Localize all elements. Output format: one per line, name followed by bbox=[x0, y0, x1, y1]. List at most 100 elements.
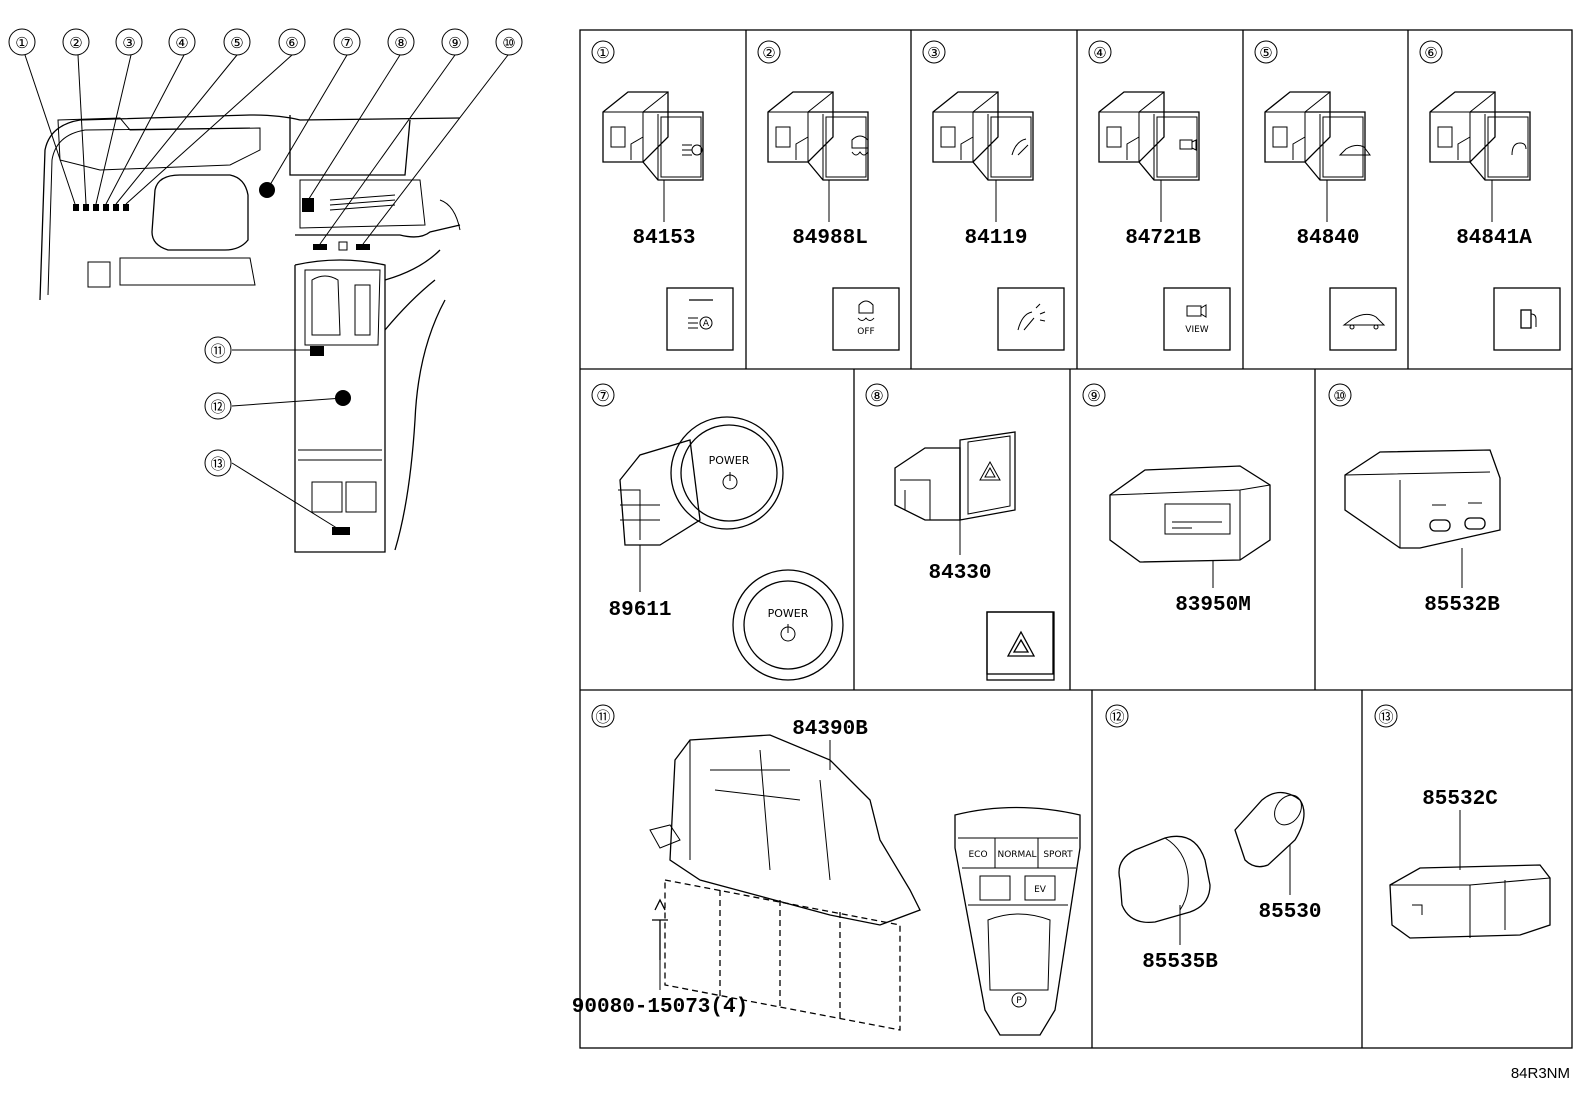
trunk-icon bbox=[1338, 144, 1371, 156]
leader-lines bbox=[24, 54, 509, 531]
svg-text:②: ② bbox=[762, 44, 775, 62]
panel-4: ④ 84721B VIEW bbox=[1088, 40, 1231, 351]
svg-text:①: ① bbox=[15, 34, 28, 52]
camera-view-icon: VIEW bbox=[1185, 304, 1209, 335]
svg-text:A: A bbox=[703, 319, 710, 329]
svg-text:②: ② bbox=[69, 34, 82, 52]
part-number: 83950M bbox=[1175, 594, 1251, 617]
headlamp-leveling-icon bbox=[682, 144, 703, 156]
part-number: 84840 bbox=[1296, 227, 1359, 250]
wiper-icon bbox=[1011, 138, 1029, 156]
trunk-open-icon bbox=[1342, 313, 1386, 330]
svg-text:⑬: ⑬ bbox=[210, 455, 225, 473]
parts-grid bbox=[579, 29, 1573, 1049]
parking-brake-icon: P bbox=[1011, 992, 1027, 1008]
callout-3: ③ bbox=[115, 28, 143, 56]
hazard-small-icon bbox=[979, 460, 1001, 481]
part-number: 85532C bbox=[1422, 788, 1498, 811]
panel-3: ③ 84119 bbox=[922, 40, 1065, 351]
part-number: 84721B bbox=[1125, 227, 1201, 250]
camera-icon bbox=[1179, 139, 1197, 151]
part-number: 89611 bbox=[608, 599, 671, 622]
callout-2: ② bbox=[62, 28, 90, 56]
panel-13: ⑬ 85532C bbox=[1374, 704, 1551, 939]
svg-text:NORMAL: NORMAL bbox=[997, 850, 1036, 860]
svg-text:P: P bbox=[1016, 996, 1022, 1006]
svg-text:POWER: POWER bbox=[709, 454, 750, 467]
svg-text:⑪: ⑪ bbox=[210, 342, 225, 360]
callout-1: ① bbox=[8, 28, 36, 56]
power-button-icon: POWER bbox=[768, 607, 809, 620]
panel-8: ⑧ 84330 bbox=[865, 383, 1055, 681]
part-number: 85535B bbox=[1142, 951, 1218, 974]
svg-text:⑩: ⑩ bbox=[1333, 387, 1346, 405]
svg-text:①: ① bbox=[596, 44, 609, 62]
panel-9: ⑨ 83950M bbox=[1082, 383, 1271, 617]
svg-text:VIEW: VIEW bbox=[1185, 325, 1208, 335]
callout-11: ⑪ bbox=[204, 336, 232, 364]
hazard-icon bbox=[1006, 630, 1036, 657]
svg-text:⑩: ⑩ bbox=[502, 34, 515, 52]
svg-text:⑫: ⑫ bbox=[1109, 708, 1124, 726]
panel-2: ② 84988L OFF bbox=[757, 40, 900, 351]
vsc-icon bbox=[851, 135, 869, 156]
part-number: 84988L bbox=[792, 227, 868, 250]
svg-text:④: ④ bbox=[175, 34, 188, 52]
callout-5: ⑤ bbox=[223, 28, 251, 56]
callout-4: ④ bbox=[168, 28, 196, 56]
svg-text:⑥: ⑥ bbox=[285, 34, 298, 52]
svg-text:⑤: ⑤ bbox=[1259, 44, 1272, 62]
fuel-door-icon bbox=[1520, 309, 1537, 329]
svg-text:OFF: OFF bbox=[857, 327, 874, 337]
panel-1: ① 84153 A bbox=[591, 40, 734, 351]
svg-text:⑨: ⑨ bbox=[448, 34, 461, 52]
callout-8: ⑧ bbox=[387, 28, 415, 56]
panel-5: ⑤ 84840 bbox=[1254, 40, 1397, 351]
svg-text:SPORT: SPORT bbox=[1043, 850, 1073, 860]
callout-10: ⑩ bbox=[495, 28, 523, 56]
part-number: 85530 bbox=[1258, 901, 1321, 924]
svg-text:④: ④ bbox=[1093, 44, 1106, 62]
part-number: 84119 bbox=[964, 227, 1027, 250]
svg-text:EV: EV bbox=[1034, 885, 1047, 895]
svg-text:⑫: ⑫ bbox=[210, 398, 225, 416]
part-number: 84390B bbox=[792, 718, 868, 741]
vsc-off-icon: OFF bbox=[857, 300, 875, 337]
part-number: 85532B bbox=[1424, 594, 1500, 617]
svg-text:⑦: ⑦ bbox=[596, 387, 609, 405]
svg-text:⑨: ⑨ bbox=[1087, 387, 1100, 405]
wiper-de-icer-icon bbox=[1017, 303, 1046, 331]
panel-11: ⑪ 84390B 90080-15073(4) ECO NORMAL SPORT… bbox=[572, 704, 1081, 1036]
callout-12: ⑫ bbox=[204, 392, 232, 420]
usb-charge-icon bbox=[1429, 502, 1486, 532]
callout-9: ⑨ bbox=[441, 28, 469, 56]
fuel-icon bbox=[1511, 142, 1527, 156]
svg-text:⑥: ⑥ bbox=[1424, 44, 1437, 62]
svg-text:③: ③ bbox=[927, 44, 940, 62]
svg-text:⑤: ⑤ bbox=[230, 34, 243, 52]
callout-13: ⑬ bbox=[204, 449, 232, 477]
panel-12: ⑫ 85535B 85530 bbox=[1105, 704, 1322, 974]
panel-10: ⑩ 85532B bbox=[1328, 383, 1501, 617]
part-number: 84841A bbox=[1456, 227, 1532, 250]
part-number: 90080-15073(4) bbox=[572, 996, 748, 1019]
svg-text:ECO: ECO bbox=[968, 850, 987, 860]
svg-text:⑬: ⑬ bbox=[1378, 708, 1393, 726]
panel-6: ⑥ 84841A bbox=[1419, 40, 1561, 351]
switch-row-marks bbox=[73, 204, 129, 211]
panel-7: ⑦ POWER 89611 POWER bbox=[591, 383, 844, 681]
callout-6: ⑥ bbox=[278, 28, 306, 56]
svg-text:⑦: ⑦ bbox=[340, 34, 353, 52]
svg-text:⑧: ⑧ bbox=[870, 387, 883, 405]
diagram-reference: 84R3NM bbox=[1511, 1065, 1570, 1082]
callout-7: ⑦ bbox=[333, 28, 361, 56]
clock-unit-icon bbox=[1164, 503, 1231, 535]
headlamp-auto-level-icon: A bbox=[688, 299, 713, 330]
svg-text:⑪: ⑪ bbox=[595, 708, 610, 726]
svg-text:⑧: ⑧ bbox=[394, 34, 407, 52]
part-number: 84153 bbox=[632, 227, 695, 250]
dashboard-overview bbox=[39, 114, 461, 553]
callouts-overview: ① ② ③ ④ ⑤ ⑥ ⑦ ⑧ ⑨ ⑩ ⑪ ⑫ ⑬ bbox=[8, 28, 523, 477]
svg-text:③: ③ bbox=[122, 34, 135, 52]
